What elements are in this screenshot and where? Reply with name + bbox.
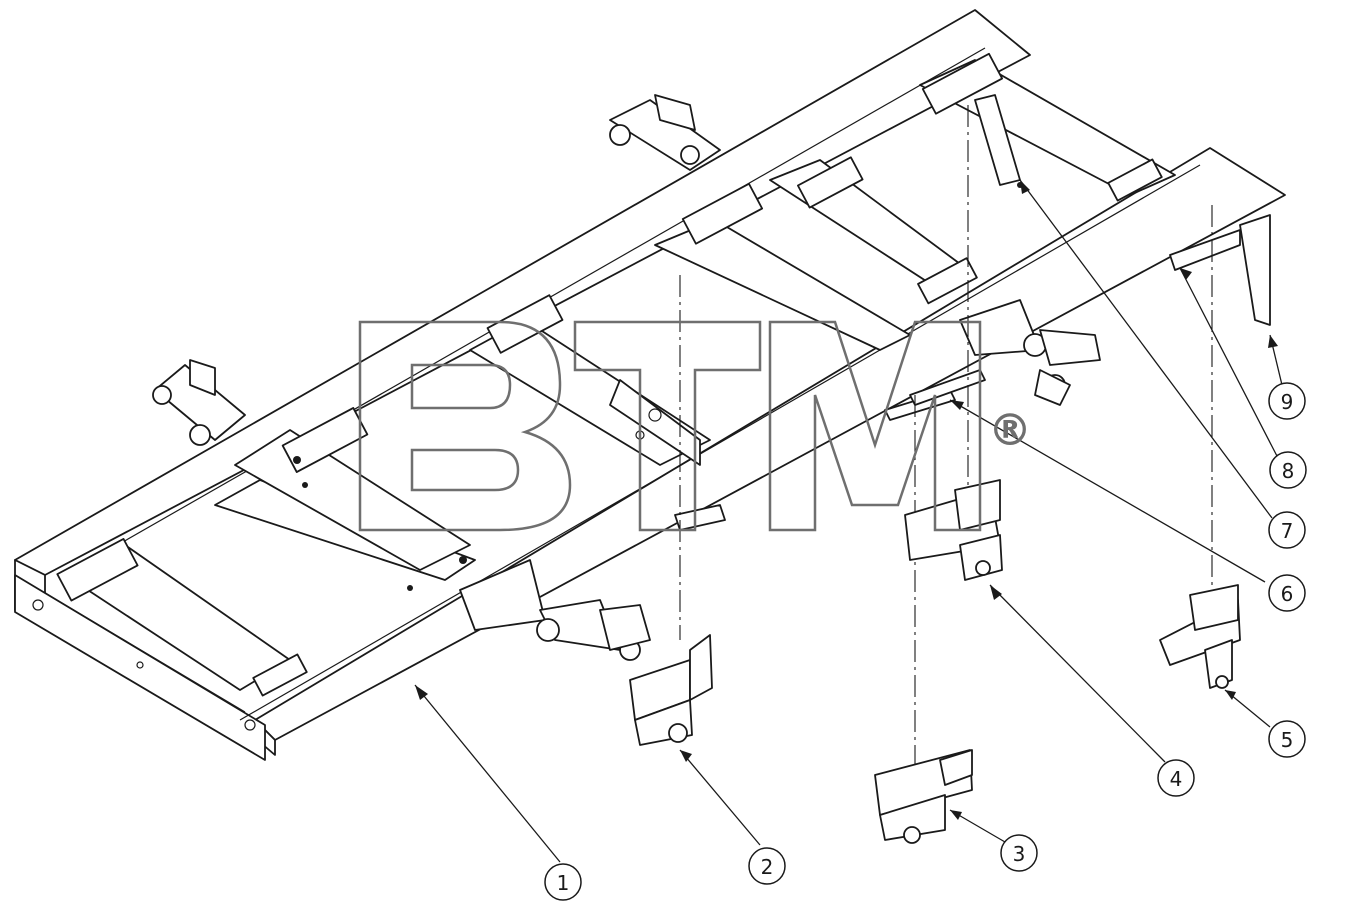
callout-7: 7	[1268, 511, 1306, 549]
left-rail-top	[14, 9, 1031, 576]
callout-8: 8	[1269, 451, 1307, 489]
callout-4-label: 4	[1170, 767, 1183, 791]
rear-side-plate	[1169, 229, 1241, 271]
side-plate-front	[674, 504, 726, 531]
cross-member-rear	[919, 59, 1176, 196]
assembly-centerlines	[679, 105, 1213, 780]
callout-3: 3	[1000, 834, 1038, 872]
hanger-upper-mid	[609, 94, 721, 171]
callout-6-label: 6	[1281, 582, 1294, 606]
callout-1-label: 1	[557, 871, 570, 895]
registered-mark: ®	[988, 405, 1032, 456]
leader-7	[1019, 179, 1273, 519]
callout-5-label: 5	[1281, 728, 1294, 752]
callout-8-label: 8	[1282, 459, 1295, 483]
leader-2	[679, 749, 761, 846]
leader-8	[1179, 267, 1279, 459]
callout-5: 5	[1268, 720, 1306, 758]
callout-2: 2	[748, 847, 786, 885]
leader-1	[414, 684, 561, 863]
leader-4	[989, 584, 1166, 763]
callout-4: 4	[1157, 759, 1195, 797]
part-3-hanger	[874, 749, 973, 844]
callout-2-label: 2	[761, 855, 774, 879]
btm-watermark-logo: ®	[358, 320, 1032, 532]
part-5-hanger	[1159, 584, 1241, 689]
leader-6	[949, 399, 1266, 583]
callout-6: 6	[1268, 574, 1306, 612]
callout-9-label: 9	[1281, 390, 1294, 414]
callout-9: 9	[1268, 382, 1306, 420]
callout-3-label: 3	[1013, 842, 1026, 866]
callouts: 1 2 3 4 5 6 7 8	[544, 382, 1307, 901]
callout-7-label: 7	[1281, 519, 1294, 543]
side-bracket-7	[909, 369, 986, 406]
part-2-hanger	[629, 634, 713, 746]
rear-bracket	[1239, 214, 1271, 326]
chassis-frame	[14, 9, 1286, 761]
callout-1: 1	[544, 863, 582, 901]
center-bracket	[609, 379, 701, 466]
hanger-lower-left	[459, 559, 651, 661]
part-4-hanger	[904, 479, 1003, 581]
hanger-upper-left	[152, 359, 246, 446]
leader-lines	[414, 179, 1283, 863]
